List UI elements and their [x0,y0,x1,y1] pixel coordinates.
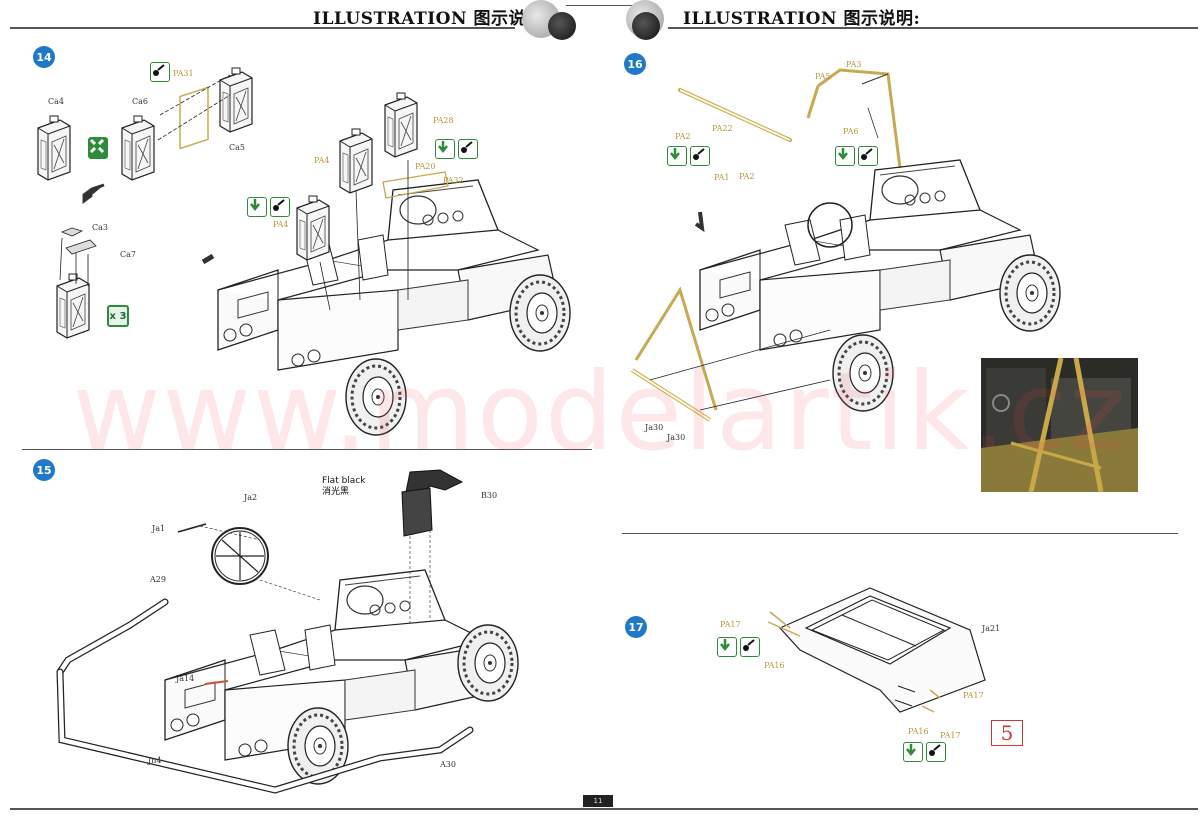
part-label: PA17 [720,620,741,629]
part-label: PA17 [963,691,984,700]
part-label: PA22 [712,124,733,133]
part-label: PA32 [443,176,464,185]
part-label: B30 [481,491,498,500]
glue-icon [667,146,687,166]
part-label: PA20 [415,162,436,171]
part-label: PA2 [739,172,755,181]
part-label: A29 [150,575,166,584]
part-label: PA16 [764,661,785,670]
boxed-number: 5 [991,720,1023,746]
part-label: PA2 [675,132,691,141]
part-label: PA4 [273,220,289,229]
part-label: Ja21 [982,624,1001,633]
glue-icon [247,197,267,217]
part-label: PA31 [173,69,194,78]
part-label: Ja14 [176,674,195,683]
glue-icon [903,742,923,762]
header-rule-right [668,27,1198,29]
glue-icon [435,139,455,159]
header-rule-mid [566,5,636,6]
paint-note-cn: 消光黑 [322,487,350,497]
part-label: PA16 [908,727,929,736]
part-label: Ca7 [120,250,136,259]
part-label: PA6 [843,127,859,136]
paint-drop-icon [740,637,760,657]
part-label: Ja30 [645,423,664,432]
part-label: Ca4 [48,97,64,106]
paint-drop-icon [270,197,290,217]
part-label: A30 [440,760,456,769]
part-label: Ja30 [667,433,686,442]
step-badge-16: 16 [624,53,646,75]
step-badge-15: 15 [33,459,55,481]
part-label: PA1 [714,173,730,182]
paint-drop-icon [150,62,170,82]
step-badge-17: 17 [625,616,647,638]
part-label: Ca3 [92,223,108,232]
glue-icon [717,637,737,657]
step-badge-14: 14 [33,46,55,68]
glue-icon [835,146,855,166]
page-number: 11 [583,795,613,807]
header-title-right: ILLUSTRATION 图示说明: [683,9,921,29]
part-label: PA17 [940,731,961,740]
part-label: PA5 [815,72,831,81]
paint-drop-icon [858,146,878,166]
header-disc-dark-right [632,12,660,40]
remove-part-icon [88,137,108,159]
paint-drop-icon [690,146,710,166]
divider-step14-15 [22,449,592,450]
quantity-multiplier: x 3 [107,305,129,327]
part-label: PA4 [314,156,330,165]
paint-note: Flat black 消光黑 [322,476,365,498]
part-label: PA3 [846,60,862,69]
part-label: Jn4 [148,756,162,765]
paint-drop-icon [458,139,478,159]
part-label: Ca6 [132,97,148,106]
part-label: Ja1 [152,524,166,533]
part-label: Ca5 [229,143,245,152]
footer-rule [10,808,1198,810]
header-disc-dark-left [548,12,576,40]
header-rule-left [10,27,515,29]
header-title-left: ILLUSTRATION 图示说明: [313,9,551,29]
paint-note-en: Flat black [322,476,366,486]
reference-photo [981,358,1138,492]
paint-drop-icon [926,742,946,762]
part-label: PA28 [433,116,454,125]
divider-step16-17 [622,533,1178,534]
part-label: Ja2 [244,493,258,502]
